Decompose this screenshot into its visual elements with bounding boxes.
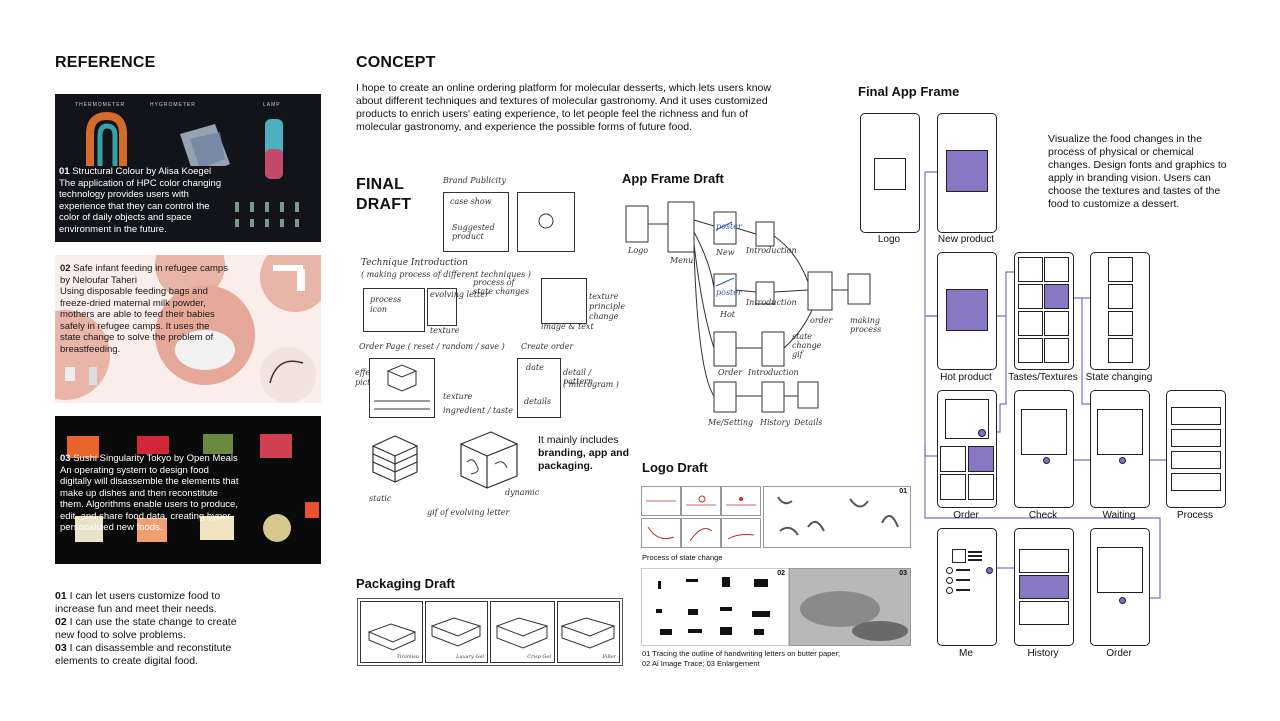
lamp-label: LAMP: [263, 102, 281, 108]
app-process-screen: [1166, 390, 1226, 508]
case-show-box: case show Suggested product: [443, 192, 509, 252]
logo-draft-row-1: 01: [641, 486, 911, 548]
packaging-strip: Tiramisu Luxury Gel Crisp Gel Filler: [357, 598, 623, 666]
panel3-title: Sushi Singularity Tokyo by Open Meals: [70, 453, 238, 464]
app-order-screen: [937, 390, 997, 508]
final-app-desc: Visualize the food changes in the proces…: [1048, 133, 1227, 210]
reference-panel-1: THERMOMETER HYGROMETER LAMP 01 Structura…: [55, 94, 321, 242]
app-tastes-screen: [1014, 252, 1074, 370]
app-draft-sketch: Logo Menu New poster Introduction Hot po…: [622, 192, 884, 432]
final-draft-title: FINAL DRAFT: [356, 176, 412, 213]
app-logo-screen: [860, 113, 920, 233]
app-waiting-screen: [1090, 390, 1150, 508]
app-new-product-screen: [937, 113, 997, 233]
point-2: 02 I can use the state change to create …: [55, 616, 237, 641]
packaging-card-3: Crisp Gel: [490, 601, 555, 663]
thermometer-label: THERMOMETER: [75, 102, 126, 108]
panel3-text: An operating system to design food digit…: [60, 464, 239, 534]
packaging-card-4: Filler: [557, 601, 620, 663]
panel2-title: Safe infant feeding in refugee camps by …: [60, 263, 228, 286]
label-process: Process: [1176, 510, 1214, 521]
evolving-box: [427, 288, 457, 326]
concept-title: CONCEPT: [356, 54, 436, 71]
label-logo: Logo: [877, 234, 901, 245]
label-waiting: Waiting: [1102, 510, 1136, 521]
label-state: State changing: [1085, 372, 1153, 383]
hand-technique: Technique Introduction: [361, 258, 468, 268]
hot-product-image: [946, 289, 988, 331]
dynamic-cube-sketch: [459, 431, 519, 489]
panel2-text: Using disposable feeding bags and freeze…: [60, 286, 215, 355]
panel2-num: 02: [60, 263, 71, 274]
panel1-num: 01: [59, 166, 70, 177]
logo-square: [874, 158, 906, 190]
static-cube-sketch: [371, 435, 419, 483]
order-page-box: [369, 358, 435, 418]
process-icon-box: process icon: [363, 288, 425, 332]
packaging-card-2: Luxury Gel: [425, 601, 488, 663]
logo-draft-row-2: 02 03: [641, 568, 911, 646]
panel1-title: Structural Colour by Alisa Koegel: [69, 166, 212, 177]
order-dot: [978, 429, 986, 437]
logo-process-label: Process of state change: [642, 553, 723, 562]
label-order-2: Order: [1106, 648, 1132, 659]
logo-box: [517, 192, 575, 252]
app-state-screen: [1090, 252, 1150, 370]
label-history: History: [1027, 648, 1059, 659]
hand-brand: Brand Publicity: [443, 176, 506, 185]
new-product-image: [946, 150, 988, 192]
app-me-screen: [937, 528, 997, 646]
app-hot-product-screen: [937, 252, 997, 370]
label-new-product: New product: [937, 234, 995, 245]
packaging-title: Packaging Draft: [356, 576, 455, 591]
point-1: 01 I can let users customize food to inc…: [55, 590, 221, 615]
structural-colour-image: [86, 111, 299, 227]
concept-text: I hope to create an online ordering plat…: [356, 82, 771, 133]
reference-points: 01 I can let users customize food to inc…: [55, 590, 255, 668]
sushi-singularity-image: [67, 434, 319, 542]
image-text-box: [541, 278, 587, 324]
hygrometer-label: HYGROMETER: [150, 102, 196, 108]
reference-panel-3: 03 Sushi Singularity Tokyo by Open Meals…: [55, 416, 321, 564]
logo-draft-title: Logo Draft: [642, 460, 708, 475]
create-order-box: date details: [517, 358, 561, 418]
app-draft-title: App Frame Draft: [622, 171, 724, 186]
label-hot-product: Hot product: [940, 372, 992, 383]
infant-feeding-image: [55, 255, 321, 403]
label-check: Check: [1028, 510, 1058, 521]
reference-title: REFERENCE: [55, 54, 156, 71]
label-me: Me: [959, 648, 973, 659]
packaging-card-1: Tiramisu: [360, 601, 423, 663]
logo-caption: 01 Tracing the outline of handwriting le…: [642, 649, 841, 668]
app-check-screen: [1014, 390, 1074, 508]
app-order-2-screen: [1090, 528, 1150, 646]
selected-texture: [1044, 284, 1069, 309]
label-order: Order: [953, 510, 979, 521]
final-app-title: Final App Frame: [858, 84, 960, 99]
point-3: 03 I can disassemble and reconstitute el…: [55, 642, 232, 667]
avatar: [952, 549, 966, 563]
includes-text: It mainly includes branding, app and pac…: [538, 434, 629, 472]
panel1-text: The application of HPC color changing te…: [59, 177, 222, 235]
label-tastes: Tastes/Textures: [1008, 372, 1078, 383]
final-draft-sketch: Brand Publicity case show Suggested prod…: [355, 176, 626, 517]
app-history-screen: [1014, 528, 1074, 646]
hand-technique-sub: ( making process of different techniques…: [361, 270, 531, 279]
reference-panel-2: 02 Safe infant feeding in refugee camps …: [55, 255, 321, 403]
panel3-num: 03: [60, 453, 71, 464]
